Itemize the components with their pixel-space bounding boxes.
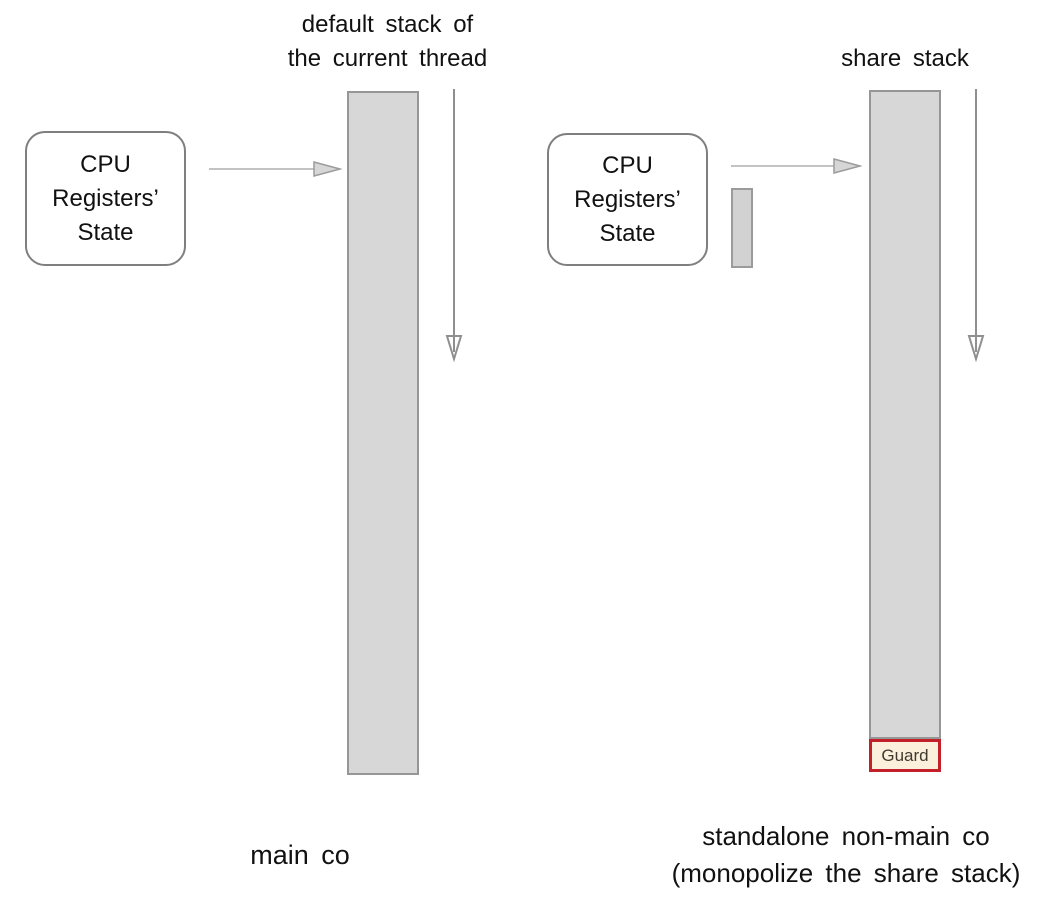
non-main-co-caption: standalone non-main co (monopolize the s… [671,821,1021,888]
guard-box: Guard [869,739,941,772]
main-co-caption: main co [250,840,350,870]
saved-stack-buffer-rect [731,188,753,268]
default-stack-rect [347,91,419,775]
cpu-registers-label-right: CPU Registers’ State [574,151,681,247]
cpu-registers-box-left: CPU Registers’ State [25,131,186,266]
default-stack-title: default stack of the current thread [287,11,488,72]
right-arrow-icon [209,161,342,177]
down-arrow-icon-right [967,89,985,362]
cpu-registers-box-right: CPU Registers’ State [547,133,708,266]
guard-label: Guard [881,745,929,765]
right-arrow-icon-2 [731,158,862,174]
share-stack-rect [869,90,941,739]
cpu-registers-label-left: CPU Registers’ State [52,150,159,246]
down-arrow-icon-left [445,89,463,362]
share-stack-title: share stack [841,45,969,72]
